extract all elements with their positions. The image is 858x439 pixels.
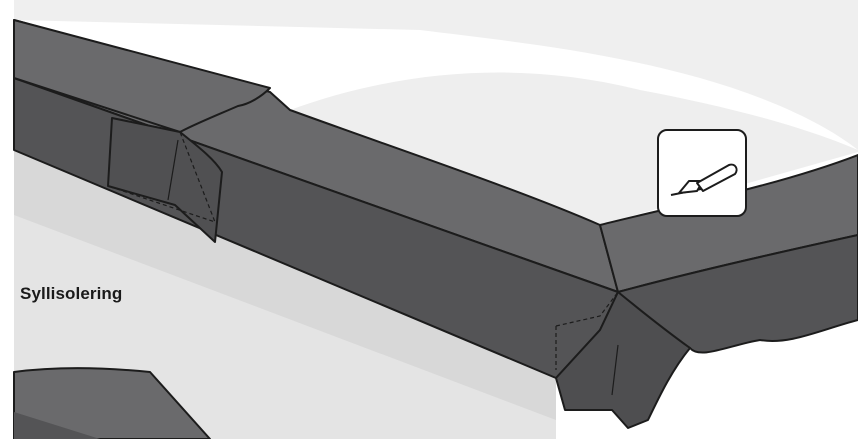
utility-knife-icon xyxy=(659,131,745,215)
caption-label: Syllisolering xyxy=(20,284,122,304)
tool-badge xyxy=(657,129,747,217)
